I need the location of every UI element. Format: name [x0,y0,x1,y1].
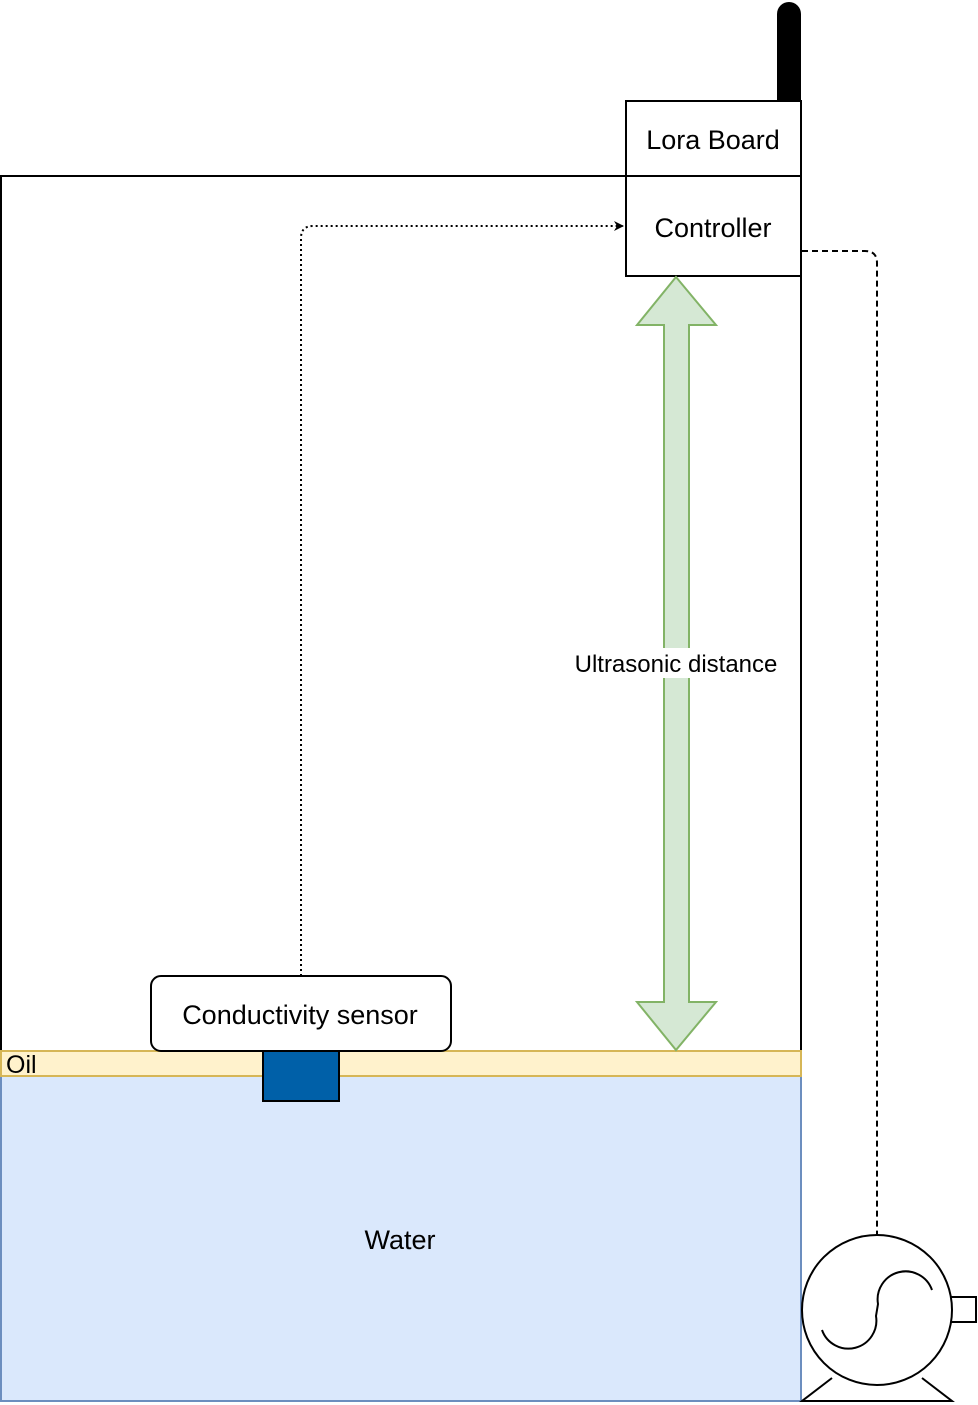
oil-layer [0,1050,802,1077]
conductivity-sensor-label: Conductivity sensor [182,1000,418,1030]
ultrasonic-label-bg [558,648,794,678]
water-label: Water [364,1225,435,1255]
controller-label: Controller [654,213,771,243]
sensor-to-controller-connector [300,221,624,976]
lora-board-label: Lora Board [646,125,780,155]
ultrasonic-distance-label: Ultrasonic distance [575,651,778,678]
pump-icon [799,1234,977,1402]
sensor-probe [262,1050,340,1102]
water-layer [0,1075,802,1402]
oil-label: Oil [6,1051,37,1079]
controller-box [625,175,802,277]
lora-board-box [625,100,802,177]
antenna-icon [777,2,801,114]
controller-to-pump-connector [802,250,878,1238]
